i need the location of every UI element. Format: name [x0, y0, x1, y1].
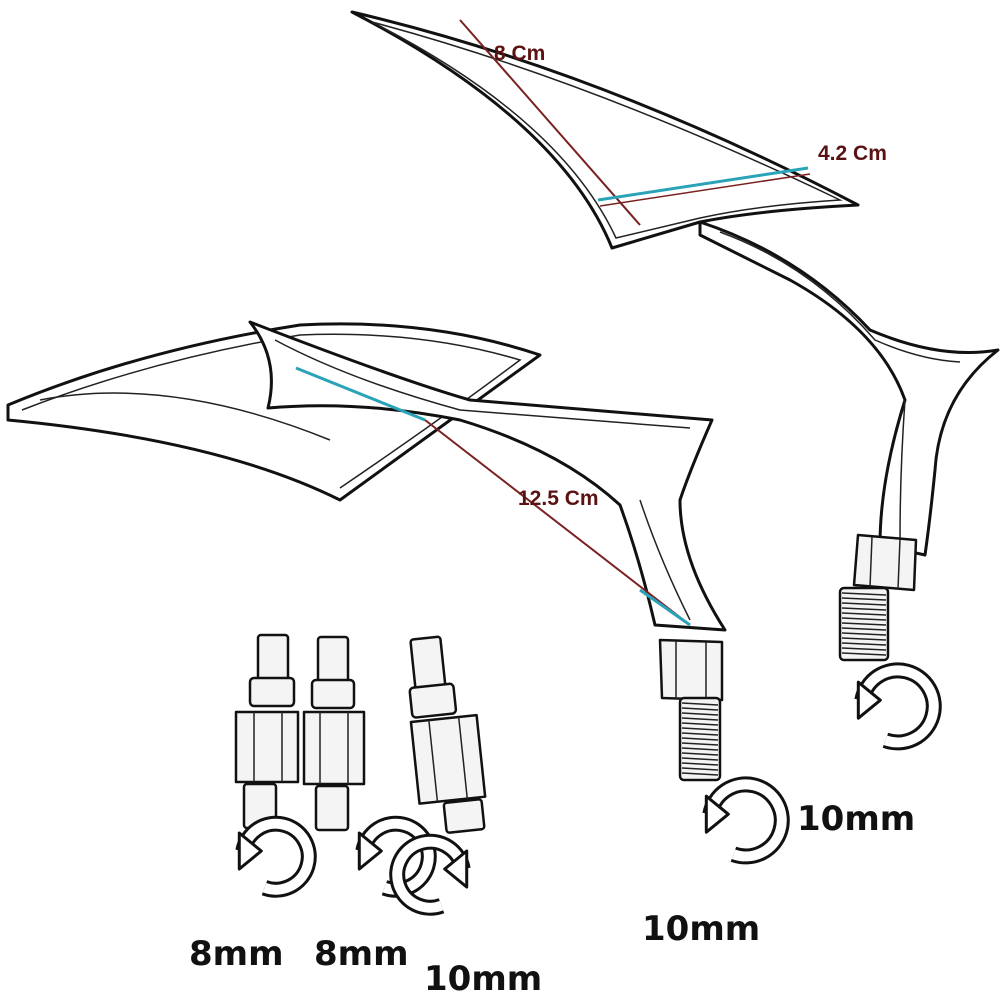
thread-line	[681, 732, 719, 736]
adapter-bolt-10mm	[408, 635, 487, 834]
thread-line	[681, 737, 719, 741]
rotation-arrow-icon	[702, 776, 790, 865]
dimension-lines	[295, 19, 811, 627]
thread-line	[681, 727, 719, 731]
mirror-mount-size-label-left: 10mm	[642, 909, 760, 949]
thread-line	[681, 752, 719, 756]
thread-line	[841, 627, 887, 631]
thread-line	[681, 762, 719, 766]
mirror-left	[6, 320, 727, 782]
thread-line	[681, 702, 719, 706]
thread-line	[841, 592, 887, 596]
thread-line	[681, 722, 719, 726]
adapter-size-label-1: 8mm	[189, 934, 284, 974]
adapter-size-label-3: 10mm	[424, 959, 542, 999]
thread-line	[681, 757, 719, 761]
dimension-label-stem: 12.5 Cm	[518, 487, 599, 510]
thread-line	[841, 607, 887, 611]
rotation-arrow-icon	[389, 833, 471, 916]
adapter-size-label-2: 8mm	[314, 934, 409, 974]
adapter-bolts	[234, 633, 487, 834]
adapter-bolt-8mm-2	[302, 635, 366, 832]
thread-line	[841, 622, 887, 626]
thread-line	[681, 772, 719, 776]
dimension-label-length: 8 Cm	[494, 42, 545, 65]
thread-line	[681, 767, 719, 771]
thread-line	[681, 742, 719, 746]
thread-line	[681, 747, 719, 751]
thread-line	[841, 642, 887, 646]
thread-line	[681, 717, 719, 721]
thread-line	[841, 637, 887, 641]
dimension-label-width: 4.2 Cm	[818, 142, 887, 165]
thread-line	[841, 652, 887, 656]
mirror-mount-size-label-right: 10mm	[797, 799, 915, 839]
thread-line	[841, 602, 887, 606]
adapter-bolt-8mm-1	[234, 633, 300, 830]
thread-line	[681, 712, 719, 716]
thread-line	[841, 597, 887, 601]
rotation-arrows	[235, 662, 942, 916]
thread-line	[841, 632, 887, 636]
rotation-arrow-icon	[235, 815, 317, 898]
thread-line	[841, 612, 887, 616]
thread-line	[681, 707, 719, 711]
thread-line	[841, 617, 887, 621]
rotation-arrow-icon	[854, 662, 942, 751]
thread-line	[841, 647, 887, 651]
